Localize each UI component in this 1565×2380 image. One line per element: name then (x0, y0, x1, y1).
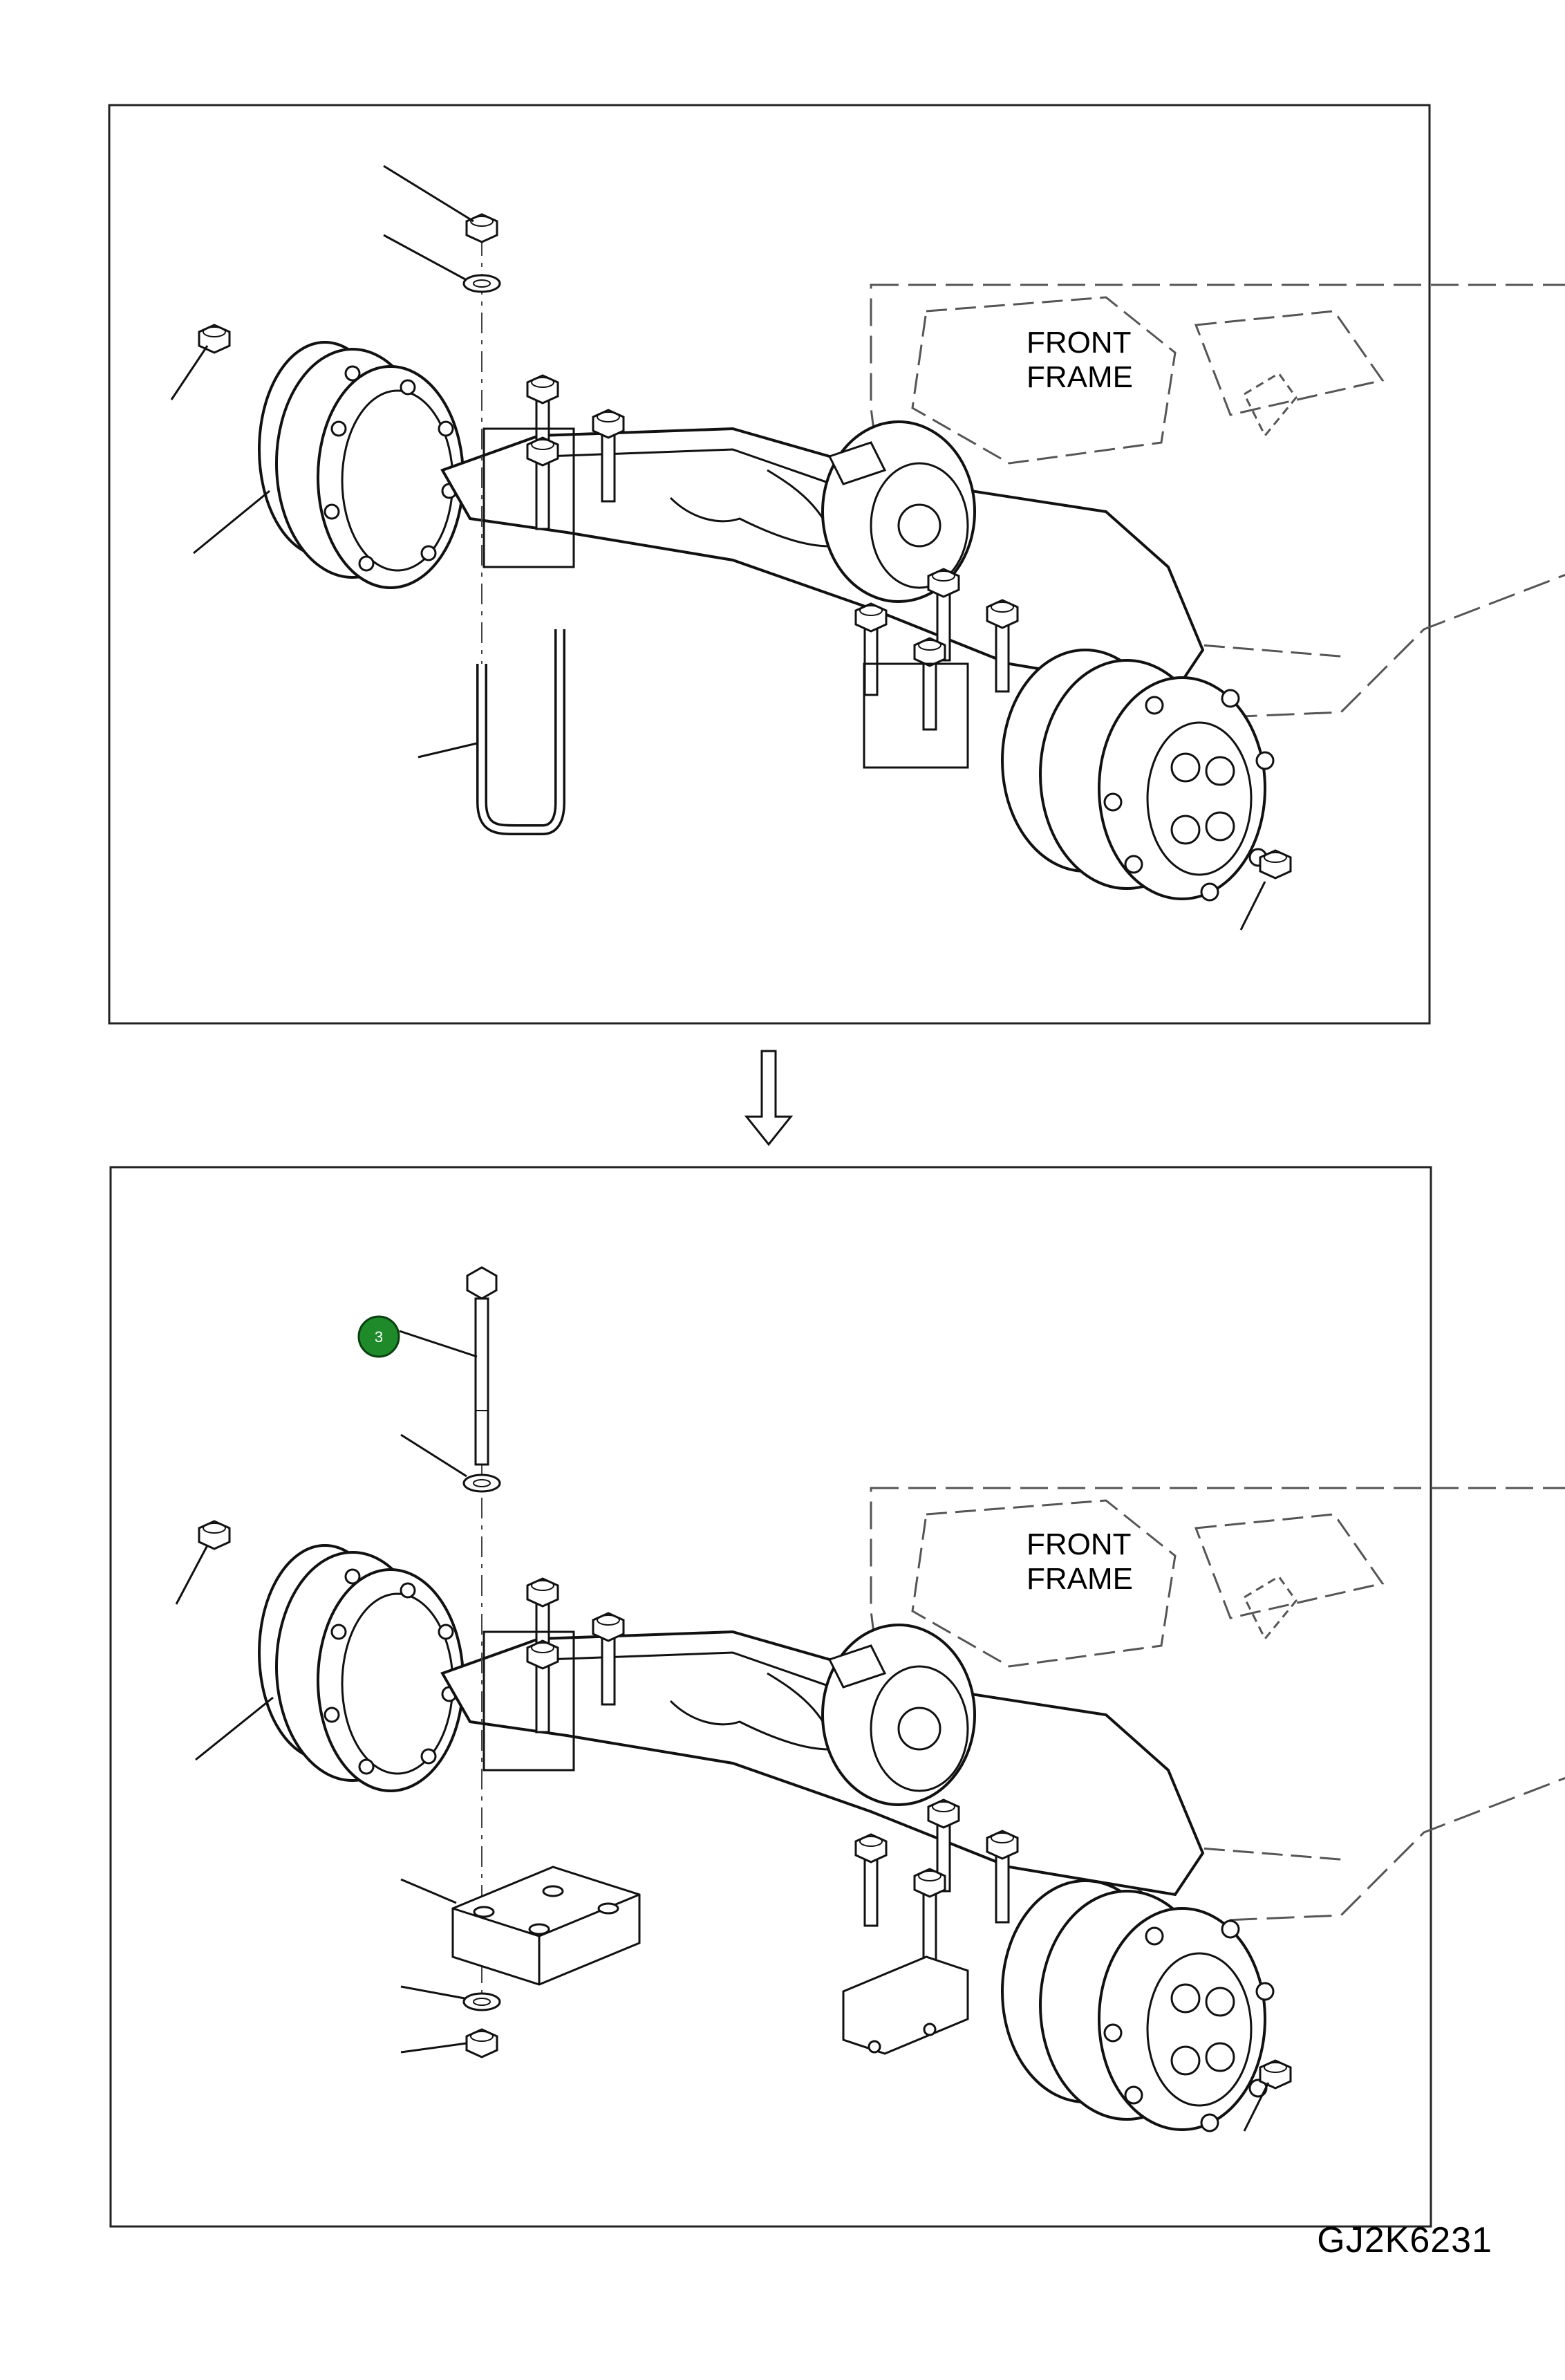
callout-3-badge: 3 (357, 1315, 400, 1358)
top-washer (462, 1473, 501, 1493)
long-bolt (466, 1266, 498, 1466)
left-wheel-hub (258, 341, 465, 589)
right-wheel-hub (1001, 649, 1275, 902)
right-wheel-hub (1001, 1879, 1275, 2132)
panel-after: 3 FRONT FRAME (109, 1166, 1565, 2228)
down-arrow (744, 1050, 794, 1146)
front-frame-label-line2: FRAME (1027, 360, 1133, 394)
right-clamp-plate (842, 1955, 969, 2055)
right-hub-bolt (1259, 849, 1292, 880)
panel-after-border (109, 1166, 1432, 2228)
lower-washer (462, 1992, 501, 2011)
right-mount-studs (856, 569, 1018, 769)
front-frame-label-line1: FRONT (1027, 326, 1132, 360)
figure-code: GJ2K6231 (1317, 2220, 1492, 2260)
callout-3-number: 3 (375, 1328, 383, 1346)
lower-nut (465, 2028, 498, 2058)
panel-before-border (108, 104, 1431, 1025)
leader-lines (175, 1330, 1270, 2132)
top-nut (465, 213, 498, 243)
right-hub-bolt (1259, 2059, 1292, 2090)
left-mount-studs (482, 1579, 624, 1772)
panel-before: FRONT FRAME (108, 104, 1565, 1025)
front-frame-label-line2: FRAME (1027, 1562, 1133, 1596)
front-frame-label-line1: FRONT (1027, 1527, 1132, 1561)
left-wheel-hub (258, 1544, 465, 1792)
axle-housing (441, 1624, 1204, 1896)
u-bolt (476, 629, 565, 835)
left-hub-bolt (198, 1520, 231, 1550)
left-mount-studs (482, 375, 624, 568)
left-hub-bolt (198, 324, 231, 354)
top-washer (462, 274, 501, 293)
leader-lines (170, 165, 1266, 931)
